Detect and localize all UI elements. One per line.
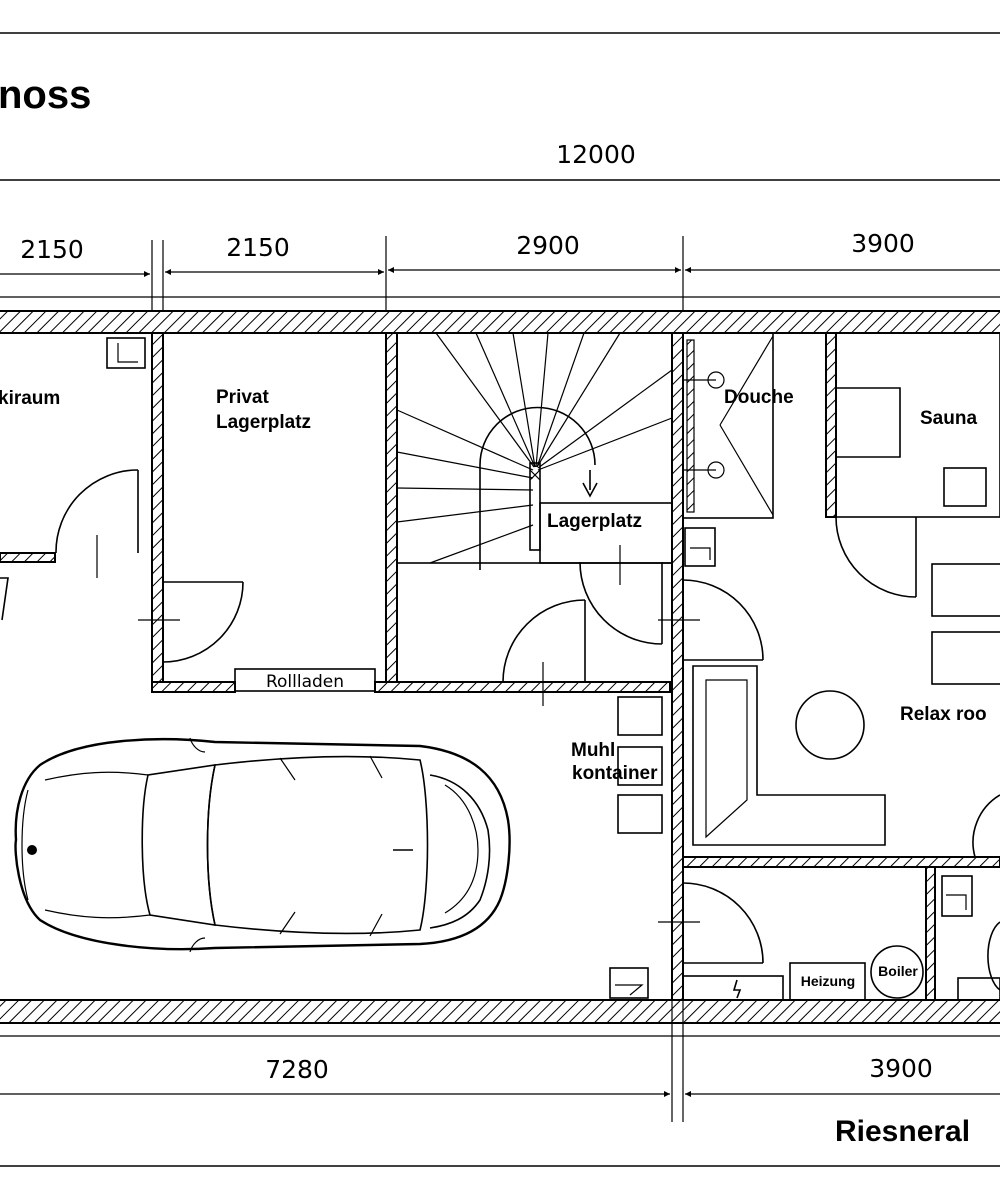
rollladen-box (234, 668, 376, 692)
rollladen-label: Rollladen (266, 672, 344, 692)
doors (55, 469, 1000, 964)
page-title: noss (0, 73, 91, 117)
utility-equipment (682, 921, 1000, 1001)
room-label-skiraum: kiraum (0, 388, 60, 409)
label-boiler: Boiler (878, 963, 918, 979)
exterior-walls (0, 296, 1000, 1037)
room-label-relax: Relax roo (900, 704, 987, 725)
room-label-lagerplatz: Lagerplatz (547, 511, 642, 532)
street-label: Riesneral (835, 1115, 970, 1148)
dim-overall-width: 12000 (556, 140, 636, 169)
room-label-privat-2: Lagerplatz (216, 412, 311, 433)
left-door-stub (0, 577, 9, 621)
sauna (835, 332, 1000, 518)
dim-top-1: 2150 (20, 235, 84, 264)
dim-bottom-1: 7280 (265, 1055, 329, 1084)
dim-top-3: 2900 (516, 231, 580, 260)
room-label-muhl-2: kontainer (572, 763, 658, 784)
drawing-frame (0, 32, 1000, 1167)
sinks (106, 337, 973, 999)
bottom-dimension-chain (0, 1000, 1000, 1122)
label-heizung: Heizung (801, 973, 855, 989)
car-drawing (14, 737, 511, 953)
room-label-sauna: Sauna (920, 408, 977, 429)
dim-top-4: 3900 (851, 229, 915, 258)
top-dimension-chain (0, 236, 1000, 330)
room-label-douche: Douche (724, 387, 794, 408)
dim-bottom-2: 3900 (869, 1054, 933, 1083)
staircase (396, 332, 673, 570)
relax-furniture (692, 563, 1000, 846)
shower (682, 332, 774, 519)
interior-walls (0, 332, 1000, 1001)
room-label-muhl-1: Muhl (571, 740, 615, 761)
muhl-containers (617, 696, 663, 834)
dim-top-2: 2150 (226, 233, 290, 262)
room-label-privat-1: Privat (216, 387, 269, 408)
